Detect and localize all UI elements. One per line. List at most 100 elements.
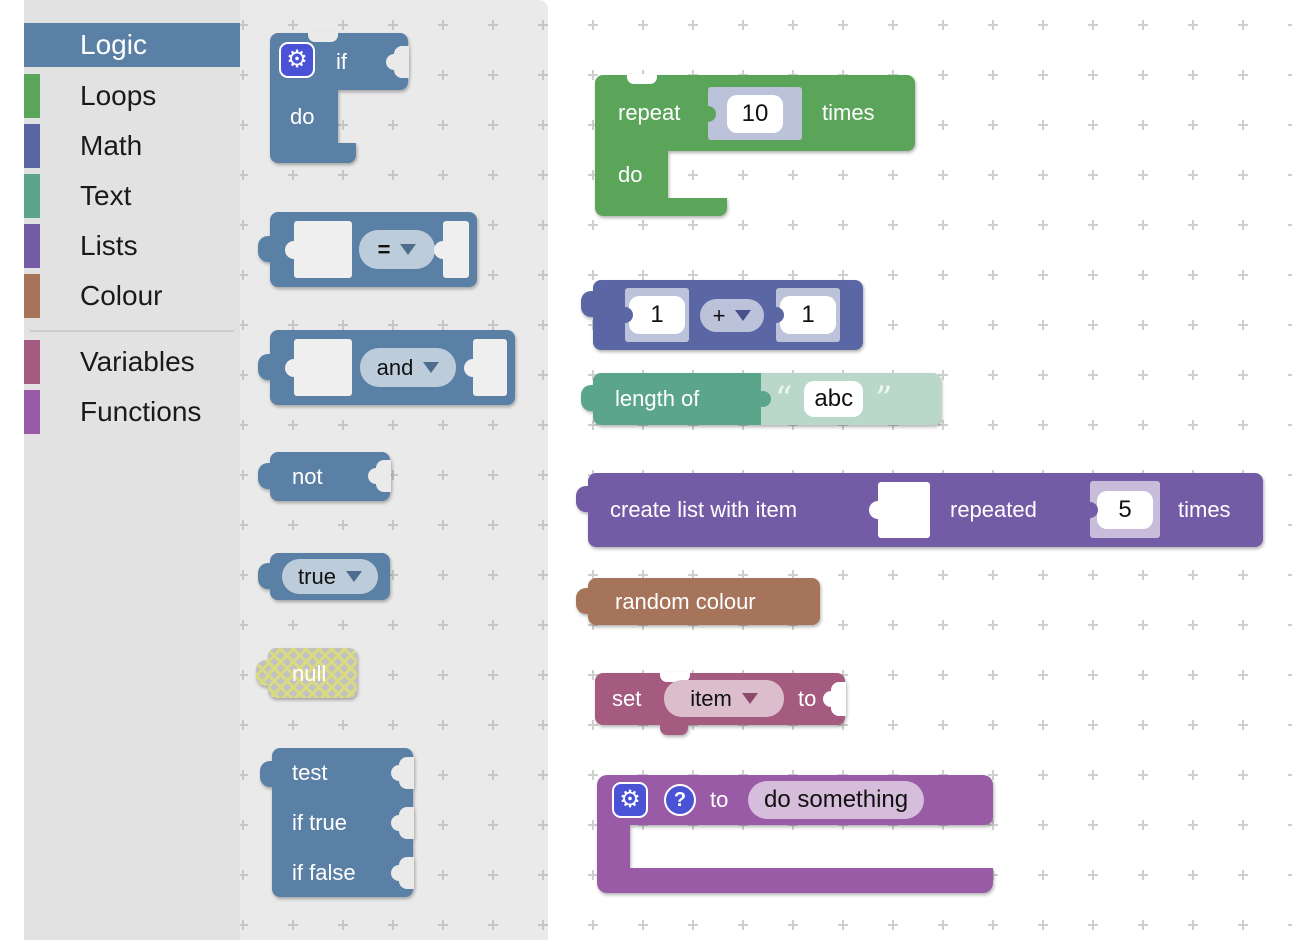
toolbox-category-loops[interactable]: Loops	[24, 74, 240, 118]
toolbox-category-lists[interactable]: Lists	[24, 224, 240, 268]
ws-block-repeat[interactable]: repeat 10 times do	[595, 74, 925, 226]
repeated-label: repeated	[950, 497, 1037, 522]
ws-block-function-def[interactable]: ⚙ ? to do something	[597, 775, 993, 893]
socket-tab	[1082, 501, 1098, 518]
previous-connection-notch	[627, 74, 657, 84]
flyout-block-not[interactable]: not	[258, 452, 391, 501]
test-label: test	[292, 760, 328, 785]
toolbox-category-functions[interactable]: Functions	[24, 390, 240, 434]
flyout-block-if[interactable]: ⚙ if do	[270, 32, 430, 173]
previous-connection-notch	[308, 32, 338, 42]
category-color-swatch	[24, 124, 40, 168]
left-operand-field[interactable]: 1	[629, 296, 685, 334]
if-true-label: if true	[292, 810, 348, 835]
socket-tab	[768, 307, 784, 323]
gear-icon: ⚙	[286, 46, 308, 73]
category-color-swatch	[24, 174, 40, 218]
category-color-swatch	[24, 340, 40, 384]
toolbox-separator	[30, 330, 234, 332]
variable-name: item	[690, 685, 732, 711]
toolbox-panel: Logic Loops Math Text Lists Colour Varia…	[24, 0, 240, 940]
open-quote: “	[775, 379, 793, 419]
output-plug	[581, 291, 594, 317]
number-shadow-block[interactable]: 10	[700, 87, 802, 140]
ws-block-create-list[interactable]: create list with item repeated 5 times	[576, 473, 1263, 547]
repeat-count-field[interactable]: 10	[727, 94, 783, 133]
number-shadow-block[interactable]: 1	[768, 288, 840, 342]
to-label: to	[710, 787, 729, 812]
dropdown-arrow-icon	[423, 362, 440, 373]
toolbox-category-text[interactable]: Text	[24, 174, 240, 218]
next-connection-nub	[627, 216, 655, 226]
value-socket	[285, 221, 352, 278]
boolean-value: true	[298, 563, 336, 589]
toolbox-category-colour[interactable]: Colour	[24, 274, 240, 318]
category-label: Loops	[80, 80, 157, 111]
flyout-block-and[interactable]: and	[258, 330, 515, 405]
toolbox-category-math[interactable]: Math	[24, 124, 240, 168]
flyout-block-null[interactable]: null	[256, 648, 357, 698]
create-list-label: create list with item	[610, 497, 798, 522]
operator-dropdown[interactable]: and	[360, 348, 456, 387]
operator-value: and	[376, 354, 414, 380]
mutator-gear-icon[interactable]: ⚙	[612, 782, 648, 818]
text-shadow-block[interactable]: “ abc ”	[755, 373, 941, 425]
statement-notch	[682, 151, 710, 161]
output-plug	[576, 588, 589, 614]
value-socket	[869, 482, 930, 538]
number-shadow-block[interactable]: 1	[617, 288, 689, 342]
set-label: set	[612, 686, 642, 711]
if-label: if	[336, 49, 347, 74]
operator-dropdown[interactable]: =	[359, 230, 435, 269]
ws-block-arithmetic[interactable]: 1 + 1	[581, 280, 863, 350]
flyout-block-compare[interactable]: =	[258, 212, 477, 287]
to-label: to	[798, 686, 817, 711]
variable-dropdown[interactable]: item	[664, 680, 784, 717]
ws-block-set-variable[interactable]: set item to	[595, 672, 846, 735]
flyout-block-ternary[interactable]: test if true if false	[260, 748, 414, 897]
boolean-dropdown[interactable]: true	[282, 559, 378, 594]
category-label: Variables	[80, 346, 195, 377]
ws-block-length-of[interactable]: length of “ abc ”	[581, 373, 941, 425]
category-label: Functions	[80, 396, 202, 427]
socket-tab	[617, 307, 633, 323]
value-socket	[823, 682, 846, 716]
repeat-label: repeat	[618, 100, 681, 125]
next-connection-nub	[660, 725, 688, 735]
dropdown-arrow-icon	[400, 244, 417, 255]
operator-value: +	[712, 302, 726, 328]
toolbox-category-logic[interactable]: Logic	[24, 23, 240, 67]
repeat-count-field[interactable]: 5	[1097, 490, 1153, 529]
socket-tab	[700, 105, 716, 122]
help-icon[interactable]: ?	[664, 784, 696, 816]
category-color-swatch	[24, 390, 40, 434]
value-socket	[434, 221, 469, 278]
dropdown-arrow-icon	[741, 693, 758, 704]
value-socket	[391, 857, 414, 889]
value-socket	[391, 757, 414, 789]
category-label: Logic	[80, 29, 147, 60]
output-plug	[581, 385, 594, 411]
value-socket	[368, 460, 391, 492]
function-name-field[interactable]: do something	[748, 781, 925, 819]
flyout-block-boolean[interactable]: true	[258, 553, 390, 600]
category-label: Lists	[80, 230, 138, 261]
ws-block-random-colour[interactable]: random colour	[576, 578, 820, 625]
output-plug	[258, 563, 271, 589]
category-color-swatch	[24, 23, 40, 67]
category-label: Math	[80, 130, 143, 161]
value-socket	[285, 339, 352, 396]
dropdown-arrow-icon	[735, 310, 752, 321]
do-label: do	[290, 104, 315, 129]
statement-notch	[640, 825, 668, 835]
output-plug	[258, 236, 271, 262]
if-false-label: if false	[292, 860, 356, 885]
operator-dropdown[interactable]: +	[700, 299, 764, 332]
toolbox-category-variables[interactable]: Variables	[24, 340, 240, 384]
right-operand-field[interactable]: 1	[780, 296, 836, 334]
number-shadow-block[interactable]: 5	[1082, 481, 1160, 538]
output-plug	[576, 486, 589, 512]
text-value-field[interactable]: abc	[804, 381, 864, 417]
mutator-gear-icon[interactable]: ⚙	[279, 42, 315, 78]
not-label: not	[292, 464, 323, 489]
